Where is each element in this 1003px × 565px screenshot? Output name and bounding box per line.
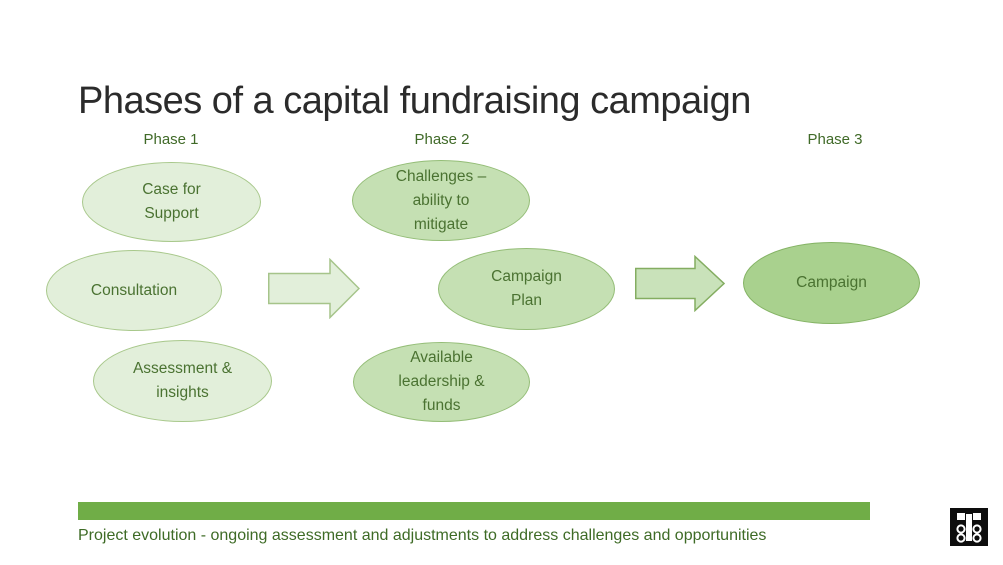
ellipse-consultation-label: Consultation [90, 281, 178, 299]
right-block-arrow-phase2-to-phase3-icon [635, 254, 726, 317]
footer-accent-bar [78, 502, 870, 520]
ellipse-case-for-support: Case for Support [82, 162, 261, 242]
phase-3-label: Phase 3 [807, 131, 863, 148]
ellipse-assessment-insights: Assessment & insights [93, 340, 272, 422]
phase-2-label: Phase 2 [414, 131, 470, 148]
ellipse-assessment-insights-label: Assessment & insights [132, 360, 233, 401]
ellipse-consultation: Consultation [46, 250, 222, 331]
right-block-arrow-phase1-to-phase2-icon [268, 257, 361, 324]
ellipse-available-leadership-funds-label: Available leadership & funds [398, 349, 485, 414]
ellipse-available-leadership-funds: Available leadership & funds [353, 342, 530, 422]
ellipse-campaign-plan: Campaign Plan [438, 248, 615, 330]
slide-title: Phases of a capital fundraising campaign [78, 80, 751, 123]
footer-caption: Project evolution - ongoing assessment a… [78, 527, 767, 544]
company-logo-icon [950, 508, 988, 546]
ellipse-challenges-label: Challenges – ability to mitigate [395, 167, 487, 233]
ellipse-campaign-plan-label: Campaign Plan [491, 268, 562, 309]
ellipse-campaign: Campaign [743, 242, 920, 324]
ellipse-campaign-label: Campaign [796, 274, 867, 291]
phase-1-label: Phase 1 [143, 131, 199, 148]
ellipse-case-for-support-label: Case for Support [142, 181, 201, 222]
ellipse-challenges: Challenges – ability to mitigate [352, 160, 530, 241]
